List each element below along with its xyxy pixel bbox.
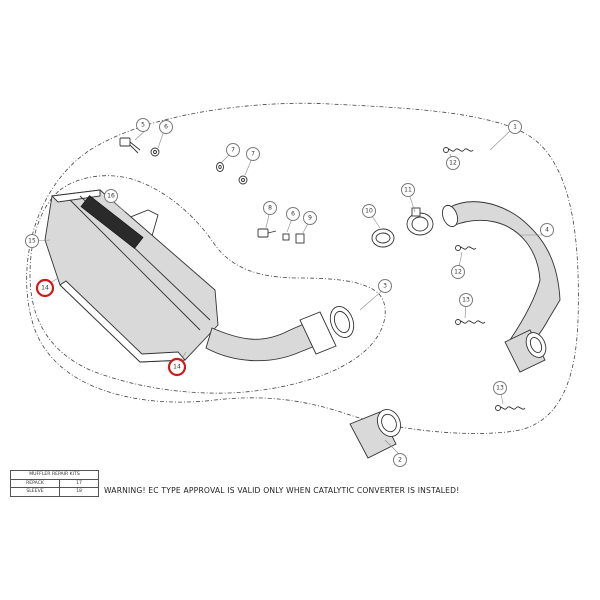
callout-number: 14 bbox=[41, 285, 49, 292]
part-13-spring-bottom bbox=[495, 405, 526, 411]
part-10-gasket bbox=[371, 228, 395, 248]
assembly-boundary-outer bbox=[26, 102, 579, 434]
callout-2: 2 bbox=[393, 453, 407, 467]
callout-13: 13 bbox=[459, 293, 473, 307]
part-4-header-pipe bbox=[441, 201, 561, 373]
callout-4: 4 bbox=[540, 223, 554, 237]
callout-number: 5 bbox=[141, 122, 145, 129]
callout-number: 13 bbox=[462, 297, 470, 304]
callout-number: 6 bbox=[164, 124, 168, 131]
callout-1: 1 bbox=[508, 120, 522, 134]
part-7-washer-left bbox=[216, 162, 224, 172]
callout-16: 16 bbox=[104, 189, 118, 203]
part-5-bolt bbox=[119, 137, 141, 154]
callout-10: 10 bbox=[362, 204, 376, 218]
part-6-washer-top bbox=[150, 147, 160, 157]
callout-number: 14 bbox=[173, 364, 181, 371]
callout-number: 2 bbox=[398, 457, 402, 464]
part-11-clamp bbox=[406, 207, 434, 236]
callout-number: 12 bbox=[449, 160, 457, 167]
table-row: REPACK 17 bbox=[10, 478, 99, 488]
assembly-boundary-inner bbox=[29, 175, 386, 394]
callout-6: 6 bbox=[159, 120, 173, 134]
callout-number: 12 bbox=[454, 269, 462, 276]
part-12-spring-bottom bbox=[455, 245, 477, 251]
repair-kit-value: 17 bbox=[59, 478, 99, 488]
muffler-repair-kits-table: MUFFLER REPAIR KITS REPACK 17 SLEEVE 18 bbox=[10, 470, 99, 497]
part-2-sleeve bbox=[349, 409, 402, 459]
callout-number: 7 bbox=[251, 151, 255, 158]
callout-7: 7 bbox=[226, 143, 240, 157]
callout-14-highlighted: 14 bbox=[35, 278, 55, 298]
repair-kit-value: 18 bbox=[59, 487, 99, 497]
part-9-nut bbox=[295, 233, 305, 244]
approval-warning-text: WARNING! EC TYPE APPROVAL IS VALID ONLY … bbox=[104, 486, 460, 495]
callout-9: 9 bbox=[303, 211, 317, 225]
table-row: SLEEVE 18 bbox=[10, 487, 99, 497]
callout-6: 6 bbox=[286, 207, 300, 221]
callout-14-highlighted: 14 bbox=[167, 357, 187, 377]
callout-number: 15 bbox=[28, 238, 36, 245]
repair-kit-label: SLEEVE bbox=[10, 487, 60, 497]
muffler-brand-badge bbox=[80, 195, 144, 249]
part-15-muffler bbox=[44, 189, 219, 363]
callout-number: 11 bbox=[404, 187, 412, 194]
callout-15: 15 bbox=[25, 234, 39, 248]
callout-7: 7 bbox=[246, 147, 260, 161]
callout-number: 16 bbox=[107, 193, 115, 200]
callout-number: 13 bbox=[496, 385, 504, 392]
part-6-washer-mid bbox=[282, 233, 290, 241]
callout-number: 10 bbox=[365, 208, 373, 215]
callout-number: 7 bbox=[231, 147, 235, 154]
callout-number: 1 bbox=[513, 124, 517, 131]
callout-11: 11 bbox=[401, 183, 415, 197]
part-3-link-pipe bbox=[205, 306, 355, 362]
repair-kits-title: MUFFLER REPAIR KITS bbox=[10, 470, 99, 480]
callout-number: 9 bbox=[308, 215, 312, 222]
part-7-washer-right bbox=[238, 175, 248, 185]
callout-3: 3 bbox=[378, 279, 392, 293]
callout-8: 8 bbox=[263, 201, 277, 215]
callout-number: 8 bbox=[268, 205, 272, 212]
callout-13: 13 bbox=[493, 381, 507, 395]
part-13-spring-top bbox=[455, 319, 486, 325]
part-12-spring-top bbox=[443, 147, 474, 153]
callout-number: 4 bbox=[545, 227, 549, 234]
repair-kit-label: REPACK bbox=[10, 478, 60, 488]
callout-5: 5 bbox=[136, 118, 150, 132]
callout-number: 3 bbox=[383, 283, 387, 290]
callout-number: 6 bbox=[291, 211, 295, 218]
part-8-bolt bbox=[257, 228, 277, 238]
callout-12: 12 bbox=[451, 265, 465, 279]
callout-12: 12 bbox=[446, 156, 460, 170]
